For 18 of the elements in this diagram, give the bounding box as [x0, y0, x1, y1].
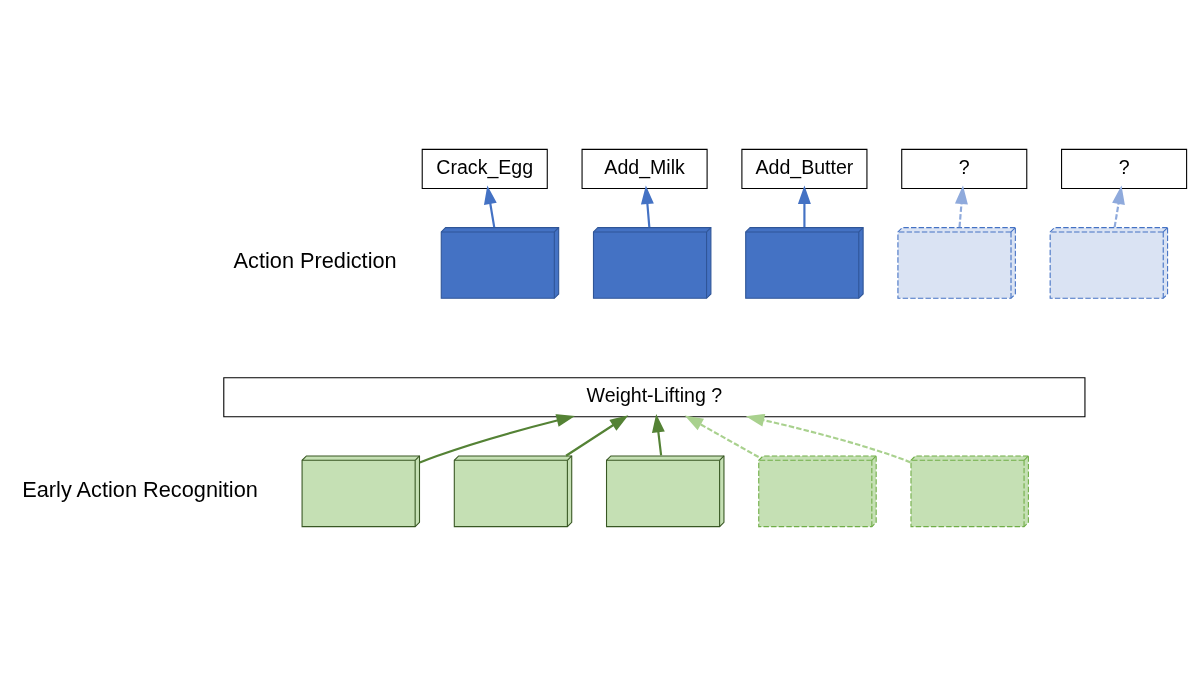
- node-box: Add_Milk: [581, 148, 708, 189]
- arrow: [797, 185, 811, 227]
- arrow: [483, 185, 497, 227]
- node-box: ?: [1061, 148, 1188, 189]
- node-box: Crack_Egg: [421, 148, 548, 189]
- arrow: [955, 185, 968, 227]
- node-box: Weight-Lifting ?: [223, 376, 1086, 417]
- node-box: Add_Butter: [741, 148, 868, 189]
- arrow: [684, 414, 760, 458]
- arrow: [565, 414, 629, 457]
- arrow: [640, 185, 654, 227]
- arrow: [1112, 185, 1125, 227]
- node-box: ?: [901, 148, 1028, 189]
- arrow: [651, 413, 665, 456]
- label: Early Action Recognition: [22, 476, 258, 502]
- arrow: [745, 413, 912, 463]
- label: Action Prediction: [233, 247, 397, 273]
- arrow: [419, 413, 575, 464]
